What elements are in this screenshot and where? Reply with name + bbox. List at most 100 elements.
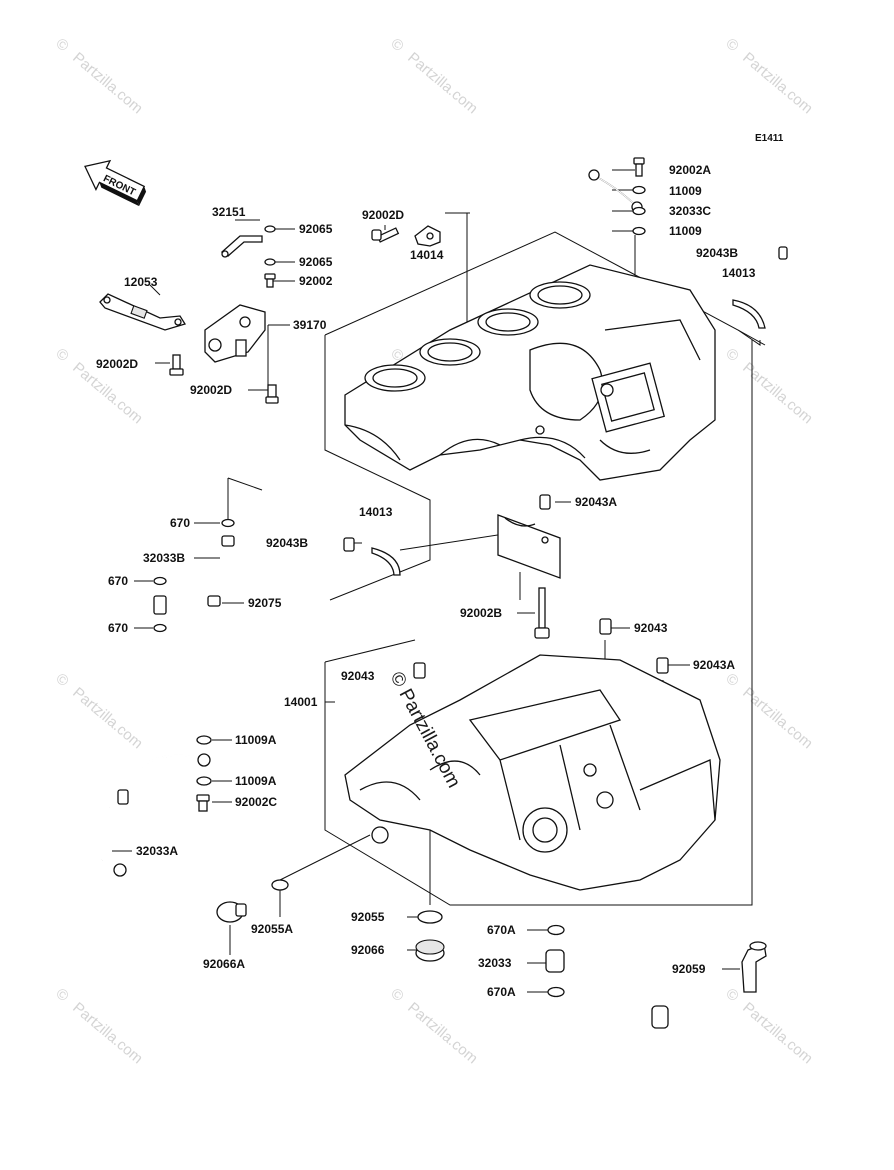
- watermark-text: Partzilla.com: [404, 49, 481, 117]
- bolt-92002: [264, 273, 276, 288]
- watermark-symbol: ©: [52, 345, 71, 365]
- label-14013-right: 14013: [722, 266, 756, 280]
- dowel-pin-92043B-right: [778, 246, 788, 260]
- oil-pipe-32033B: [153, 535, 235, 615]
- bolt-92002D-left: [169, 354, 184, 376]
- label-92002C: 92002C: [235, 795, 277, 809]
- label-92002: 92002: [299, 274, 333, 288]
- oil-pipe-32033A: [100, 753, 211, 877]
- clamp-92075: [207, 595, 221, 607]
- label-92043B-right: 92043B: [696, 246, 738, 260]
- crank-journal-block: [497, 514, 561, 579]
- o-ring-670-top: [221, 518, 235, 528]
- label-14014: 14014: [410, 248, 444, 262]
- watermark-1: © Partzilla.com: [52, 35, 146, 117]
- o-ring-670-bottom: [153, 623, 167, 633]
- label-92075: 92075: [248, 596, 282, 610]
- watermark-symbol: ©: [722, 345, 741, 365]
- label-12053: 12053: [124, 275, 158, 289]
- watermark-symbol: ©: [722, 670, 741, 690]
- label-92059: 92059: [672, 962, 706, 976]
- breather-39170: [204, 304, 266, 363]
- label-14001: 14001: [284, 695, 318, 709]
- label-92043A-top: 92043A: [575, 495, 617, 509]
- label-92055: 92055: [351, 910, 385, 924]
- washer-11009A-a: [196, 735, 212, 745]
- watermark-symbol: ©: [387, 985, 406, 1005]
- watermark-text: Partzilla.com: [739, 49, 816, 117]
- label-32033A: 32033A: [136, 844, 178, 858]
- watermark-10: © Partzilla.com: [387, 985, 481, 1067]
- front-arrow-icon: FRONT: [84, 159, 147, 207]
- oil-pipe-32033: [545, 949, 669, 1029]
- bearing-14013-left: [371, 547, 401, 576]
- watermark-symbol: ©: [387, 35, 406, 55]
- label-92065-b: 92065: [299, 255, 333, 269]
- label-11009A-b: 11009A: [235, 774, 277, 788]
- bolt-92002A: [633, 157, 645, 177]
- label-11009-bottom: 11009: [669, 224, 702, 238]
- label-670A-top: 670A: [487, 923, 516, 937]
- label-670-bottom: 670: [108, 621, 128, 635]
- label-92066A: 92066A: [203, 957, 245, 971]
- label-92002D-left: 92002D: [96, 357, 138, 371]
- label-11009A-a: 11009A: [235, 733, 277, 747]
- watermark-symbol: ©: [722, 985, 741, 1005]
- dowel-pin-92043B-left: [343, 537, 355, 552]
- label-92043B-left: 92043B: [266, 536, 308, 550]
- dowel-pin-92043-left: [413, 662, 426, 679]
- label-32033B: 32033B: [143, 551, 185, 565]
- watermark-11: © Partzilla.com: [722, 985, 816, 1067]
- dowel-pin-92043A-top: [539, 494, 551, 510]
- watermark-text: Partzilla.com: [739, 359, 816, 427]
- washer-11009A-b: [196, 776, 212, 786]
- bracket-32151: [220, 235, 263, 258]
- watermark-9: © Partzilla.com: [52, 985, 146, 1067]
- washer-11009-top: [632, 185, 646, 195]
- dowel-pin-92043: [599, 618, 612, 635]
- o-ring-670-mid: [153, 576, 167, 586]
- watermark-6: © Partzilla.com: [722, 345, 816, 427]
- bolt-92002D-top: [371, 227, 400, 243]
- label-14013-left: 14013: [359, 505, 393, 519]
- watermark-symbol: ©: [722, 35, 741, 55]
- label-32033: 32033: [478, 956, 512, 970]
- label-92002D-top: 92002D: [362, 208, 404, 222]
- label-92043: 92043: [634, 621, 668, 635]
- label-670A-bottom: 670A: [487, 985, 516, 999]
- washer-92065-a: [264, 225, 276, 233]
- plug-92066: [415, 939, 445, 962]
- watermark-text: Partzilla.com: [404, 999, 481, 1067]
- watermark-text: Partzilla.com: [739, 999, 816, 1067]
- label-92002B: 92002B: [460, 606, 502, 620]
- watermark-7: © Partzilla.com: [52, 670, 146, 752]
- label-32151: 32151: [212, 205, 246, 219]
- watermark-3: © Partzilla.com: [722, 35, 816, 117]
- diagram-code: E1411: [755, 133, 784, 144]
- upper-crankcase: [344, 264, 716, 481]
- label-670-mid: 670: [108, 574, 128, 588]
- bolt-92002B: [534, 587, 550, 639]
- o-ring-92055A: [271, 879, 289, 891]
- label-32033C: 32033C: [669, 204, 711, 218]
- label-92066: 92066: [351, 943, 385, 957]
- plug-92066A: [216, 901, 247, 923]
- watermark-8: © Partzilla.com: [722, 670, 816, 752]
- bracket-14014: [414, 225, 441, 247]
- bearing-14013-right: [732, 299, 766, 329]
- bolt-92002D-mid: [265, 384, 279, 404]
- label-39170: 39170: [293, 318, 327, 332]
- lower-crankcase: [344, 654, 721, 891]
- label-92043A-right: 92043A: [693, 658, 735, 672]
- watermark-text: Partzilla.com: [69, 684, 146, 752]
- bolt-92002C: [196, 794, 210, 812]
- label-92002D-mid: 92002D: [190, 383, 232, 397]
- watermark-text: Partzilla.com: [739, 684, 816, 752]
- watermark-text: Partzilla.com: [69, 999, 146, 1067]
- watermark-symbol: ©: [52, 670, 71, 690]
- dowel-pin-92043A-right: [656, 657, 669, 674]
- label-670-top: 670: [170, 516, 190, 530]
- fitting-92059: [741, 941, 767, 993]
- washer-92065-b: [264, 258, 276, 266]
